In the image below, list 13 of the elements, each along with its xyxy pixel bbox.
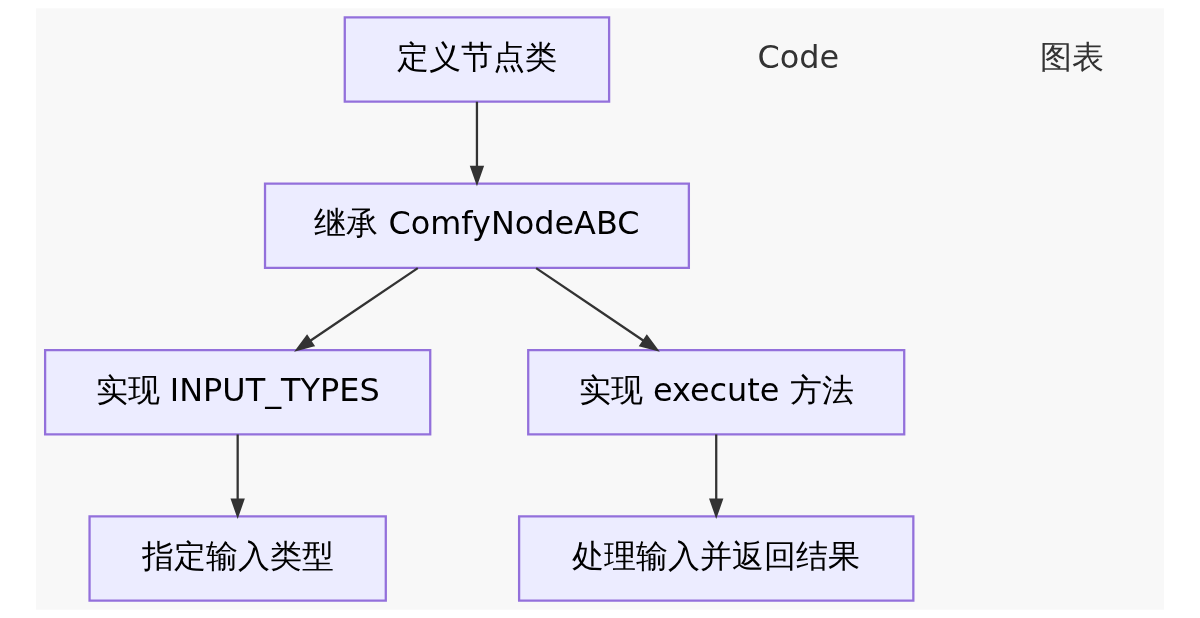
node-box: 实现 execute 方法 xyxy=(527,348,906,436)
arrow xyxy=(230,434,245,520)
arrow xyxy=(709,434,724,520)
arrow xyxy=(535,267,660,352)
node-box: 定义节点类 xyxy=(343,16,611,103)
label: 图表 xyxy=(1039,37,1104,76)
node-box: 实现 INPUT_TYPES xyxy=(44,348,432,436)
label: Code xyxy=(757,37,840,76)
node-box: 处理输入并返回结果 xyxy=(517,515,915,602)
arrow xyxy=(294,267,419,352)
node-box: 继承 ComfyNodeABC xyxy=(263,182,690,270)
node-box: 指定输入类型 xyxy=(88,515,387,602)
arrow xyxy=(469,101,485,187)
